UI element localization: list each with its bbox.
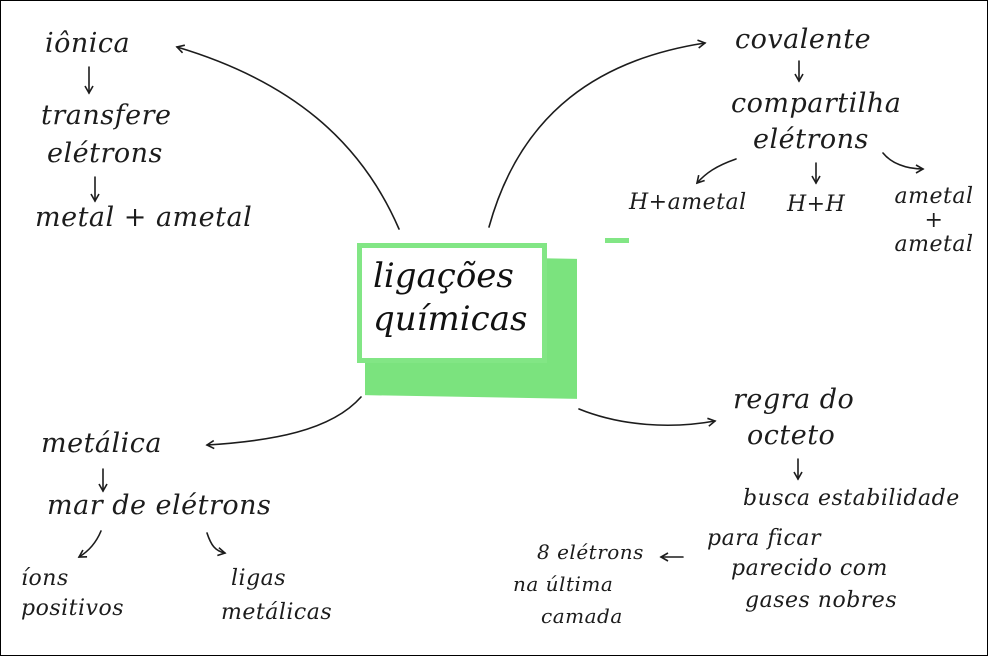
- metalica-step1: mar de elétrons: [47, 490, 272, 521]
- octeto-side-line2: na última: [513, 572, 614, 596]
- arrow-to-ionica: [175, 44, 400, 230]
- covalente-branch-left: H+ametal: [629, 190, 747, 215]
- green-mark: [605, 238, 629, 243]
- covalente-branch-right-line2: ametal: [894, 232, 974, 258]
- covalente-branch-right: ametal + ametal: [893, 184, 975, 258]
- covalente-step1-line2: elétrons: [753, 124, 869, 155]
- metalica-title: metálica: [41, 428, 163, 459]
- octeto-title-line1: regra do: [733, 384, 855, 415]
- octeto-title-line2: octeto: [747, 420, 836, 451]
- arrow-metalica-left: [77, 530, 102, 558]
- central-topic-face: [357, 243, 547, 363]
- arrow-to-octeto: [578, 408, 717, 427]
- arrow-metalica-right: [206, 532, 227, 557]
- octeto-step1: busca estabilidade: [743, 486, 960, 511]
- covalente-branch-right-line1: ametal: [894, 184, 974, 209]
- covalente-branch-right-plus: +: [924, 208, 944, 234]
- central-topic-title: ligações químicas: [373, 255, 527, 340]
- metalica-branch-left-line1: íons: [21, 566, 69, 591]
- metalica-branch-right-line1: ligas: [231, 566, 287, 591]
- arrow-to-covalente: [488, 39, 707, 228]
- ionica-step2: metal + ametal: [35, 202, 253, 233]
- covalente-step1-line1: compartilha: [731, 88, 902, 119]
- central-topic-box: ligações químicas: [357, 243, 577, 399]
- covalente-branch-mid: H+H: [787, 192, 846, 217]
- octeto-step2-line1: para ficar: [707, 526, 821, 551]
- octeto-side-line3: camada: [541, 604, 623, 628]
- ionica-step1-line1: transfere: [41, 100, 172, 131]
- central-topic-line2: químicas: [373, 298, 528, 339]
- metalica-branch-left-line2: positivos: [21, 596, 124, 621]
- octeto-side-line1: 8 elétrons: [537, 540, 644, 564]
- central-topic-line1: ligações: [373, 256, 514, 296]
- ionica-step1-line2: elétrons: [47, 138, 163, 169]
- ionica-title: iônica: [45, 28, 131, 59]
- octeto-step2-line2: parecido com: [731, 556, 888, 581]
- arrow-to-metalica: [205, 396, 362, 450]
- metalica-branch-right-line2: metálicas: [221, 600, 333, 625]
- arrow-covalente-right: [882, 152, 925, 174]
- octeto-step2-line3: gases nobres: [745, 588, 898, 613]
- covalente-title: covalente: [735, 24, 872, 55]
- arrow-covalente-left: [695, 158, 737, 185]
